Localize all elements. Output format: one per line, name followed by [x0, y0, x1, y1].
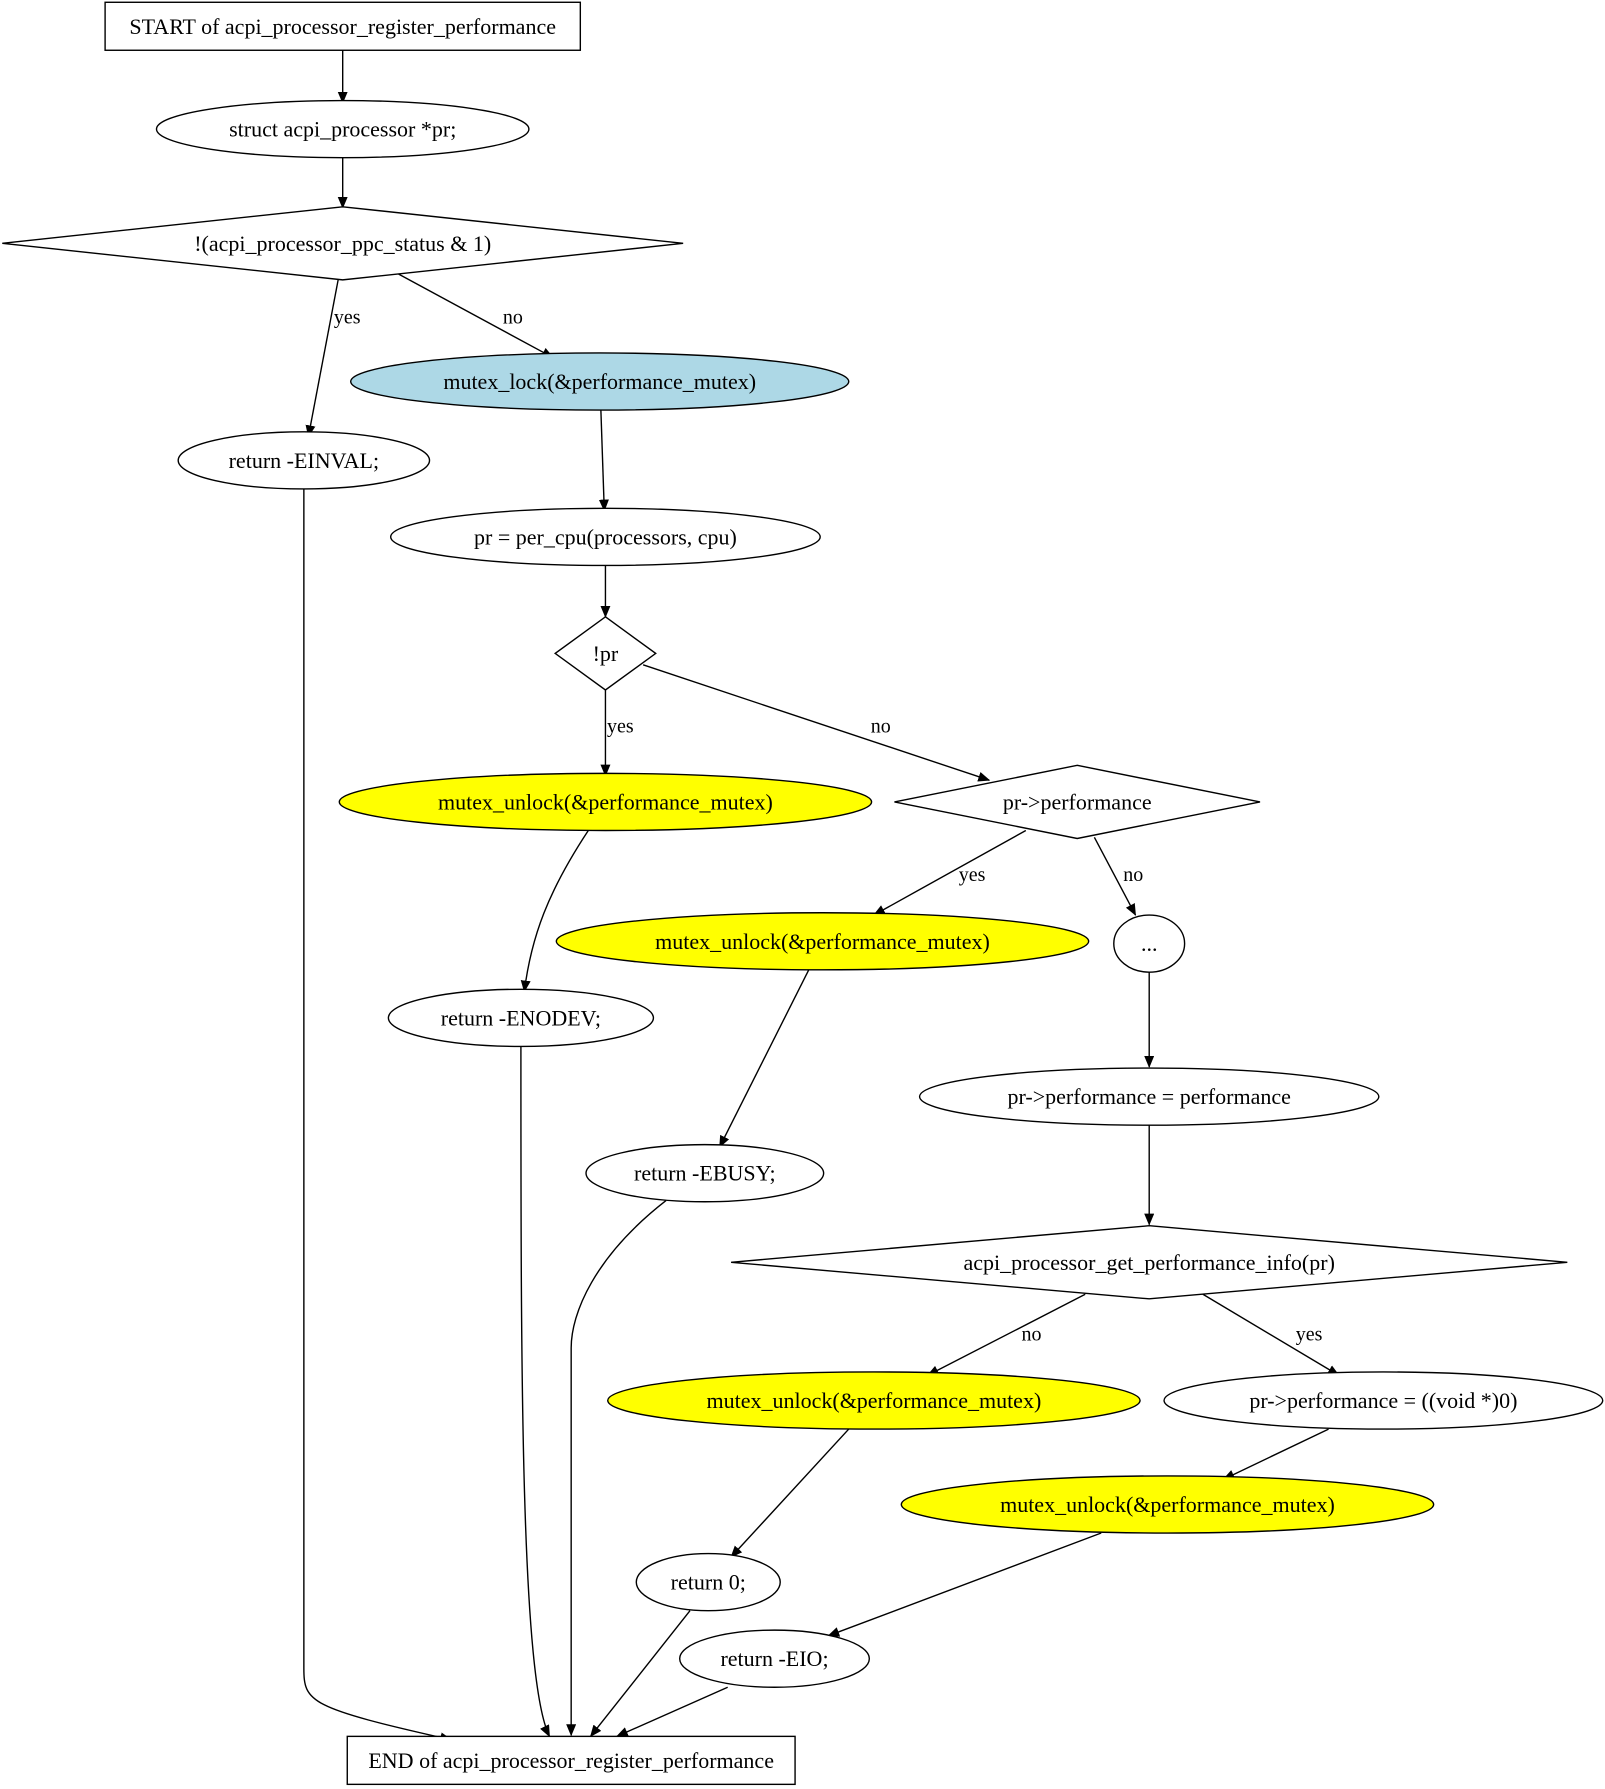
- node-ret-enodev-shape: [387, 988, 655, 1048]
- node-check-pr-shape: [553, 616, 657, 691]
- node-assign-pr-label: pr = per_cpu(processors, cpu): [474, 524, 737, 549]
- edge-labels-layer: yes no yes no yes no no yes: [334, 307, 1323, 1346]
- edge-label-check_pr-to-check_perf: no: [871, 716, 891, 738]
- edge-label-check_perf-to-unlock2: yes: [959, 864, 986, 886]
- node-check-ppc-label: !(acpi_processor_ppc_status & 1): [194, 231, 491, 256]
- node-check-info-shape: [731, 1225, 1568, 1300]
- node-ret-ebusy-shape: [585, 1143, 825, 1203]
- node-ret-einval: return -EINVAL;: [177, 431, 431, 490]
- edge-ret_eio-to-end: [615, 1686, 728, 1738]
- node-ret-zero-label: return 0;: [671, 1570, 746, 1595]
- node-end: END of acpi_processor_register_performan…: [346, 1735, 796, 1786]
- node-unlock2-label: mutex_unlock(&performance_mutex): [655, 929, 990, 954]
- node-unlock2: mutex_unlock(&performance_mutex): [555, 912, 1090, 971]
- edge-lock-to-assign_pr: [598, 410, 609, 512]
- node-ellipsis-label: ...: [1141, 931, 1158, 956]
- edge-label-check_ppc-to-ret_einval: yes: [334, 307, 361, 329]
- edge-check_perf-to-unlock2: [873, 829, 1027, 916]
- node-decl-pr: struct acpi_processor *pr;: [155, 99, 530, 159]
- edge-check_ppc-to-lock: [398, 273, 554, 359]
- node-ret-eio-label: return -EIO;: [720, 1646, 828, 1671]
- node-ret-einval-label: return -EINVAL;: [229, 448, 380, 473]
- edge-label-check_perf-to-ellipsis: no: [1123, 864, 1143, 886]
- edge-check_pr-to-check_perf: [642, 664, 991, 782]
- node-unlock1: mutex_unlock(&performance_mutex): [338, 772, 873, 832]
- node-check-pr: !pr: [553, 616, 657, 691]
- node-reset-perf-label: pr->performance = ((void *)0): [1249, 1388, 1517, 1413]
- edge-unlock2-to-ret_ebusy: [719, 969, 810, 1148]
- node-reset-perf-shape: [1163, 1371, 1604, 1430]
- node-decl-pr-label: struct acpi_processor *pr;: [229, 117, 456, 142]
- node-unlock4-shape: [900, 1475, 1435, 1534]
- node-check-info-label: acpi_processor_get_performance_info(pr): [964, 1250, 1335, 1275]
- node-ellipsis-shape: [1113, 914, 1186, 973]
- node-ret-eio: return -EIO;: [679, 1629, 871, 1688]
- node-ret-ebusy: return -EBUSY;: [585, 1143, 825, 1203]
- node-ret-enodev: return -ENODEV;: [387, 988, 655, 1048]
- node-ret-enodev-label: return -ENODEV;: [441, 1005, 601, 1030]
- node-ellipsis: ...: [1113, 914, 1186, 973]
- node-unlock1-label: mutex_unlock(&performance_mutex): [438, 789, 773, 814]
- node-start-shape: [104, 1, 582, 51]
- node-assign-perf: pr->performance = performance: [918, 1067, 1380, 1126]
- edge-label-check_ppc-to-lock: no: [503, 307, 523, 329]
- node-ret-eio-shape: [679, 1629, 871, 1688]
- edge-label-check_info-to-unlock3: no: [1022, 1323, 1042, 1345]
- edge-ret_einval-to-end: [303, 488, 453, 1743]
- node-check-ppc-shape: [2, 206, 684, 281]
- node-check-perf: pr->performance: [894, 764, 1261, 840]
- node-unlock4: mutex_unlock(&performance_mutex): [900, 1475, 1435, 1534]
- node-start: START of acpi_processor_register_perform…: [104, 1, 582, 51]
- edge-check_info-to-reset_perf: [1202, 1293, 1340, 1376]
- node-check-perf-shape: [894, 764, 1261, 840]
- node-unlock3: mutex_unlock(&performance_mutex): [607, 1371, 1141, 1430]
- node-ret-einval-shape: [177, 431, 431, 490]
- node-assign-perf-shape: [918, 1067, 1380, 1126]
- node-check-pr-label: !pr: [593, 641, 619, 666]
- node-unlock3-shape: [607, 1371, 1141, 1430]
- node-unlock3-label: mutex_unlock(&performance_mutex): [707, 1388, 1042, 1413]
- node-check-ppc: !(acpi_processor_ppc_status & 1): [2, 206, 684, 281]
- node-start-label: START of acpi_processor_register_perform…: [129, 14, 556, 39]
- edge-unlock3-to-ret_zero: [730, 1428, 850, 1558]
- node-end-shape: [346, 1735, 796, 1786]
- node-end-label: END of acpi_processor_register_performan…: [368, 1748, 774, 1773]
- edge-check_perf-to-ellipsis: [1093, 837, 1137, 916]
- node-lock: mutex_lock(&performance_mutex): [349, 352, 850, 411]
- node-unlock1-shape: [338, 772, 873, 832]
- edge-check_info-to-unlock3: [926, 1293, 1086, 1377]
- edge-ret_zero-to-end: [589, 1610, 691, 1738]
- edge-reset_perf-to-unlock4: [1222, 1428, 1329, 1480]
- edge-check_ppc-to-ret_einval: [305, 279, 339, 438]
- edge-unlock1-to-ret_enodev: [520, 830, 589, 993]
- node-check-perf-label: pr->performance: [1003, 789, 1152, 814]
- edge-ret_enodev-to-end: [520, 1046, 551, 1738]
- edge-label-check_info-to-reset_perf: yes: [1296, 1323, 1323, 1345]
- edge-label-check_pr-to-unlock1: yes: [607, 716, 634, 738]
- edge-ret_ebusy-to-end: [566, 1200, 667, 1737]
- node-ret-zero: return 0;: [635, 1552, 781, 1612]
- node-check-info: acpi_processor_get_performance_info(pr): [731, 1225, 1568, 1300]
- edges-layer: [303, 50, 1340, 1743]
- node-ret-ebusy-label: return -EBUSY;: [634, 1161, 776, 1186]
- node-ret-zero-shape: [635, 1552, 781, 1612]
- node-unlock2-shape: [555, 912, 1090, 971]
- node-assign-pr: pr = per_cpu(processors, cpu): [389, 507, 821, 567]
- node-lock-shape: [349, 352, 850, 411]
- node-lock-label: mutex_lock(&performance_mutex): [443, 369, 756, 394]
- node-assign-perf-label: pr->performance = performance: [1008, 1084, 1291, 1109]
- node-assign-pr-shape: [389, 507, 821, 567]
- node-unlock4-label: mutex_unlock(&performance_mutex): [1000, 1492, 1335, 1517]
- edge-unlock4-to-ret_eio: [827, 1532, 1102, 1637]
- node-reset-perf: pr->performance = ((void *)0): [1163, 1371, 1604, 1430]
- node-decl-pr-shape: [155, 99, 530, 159]
